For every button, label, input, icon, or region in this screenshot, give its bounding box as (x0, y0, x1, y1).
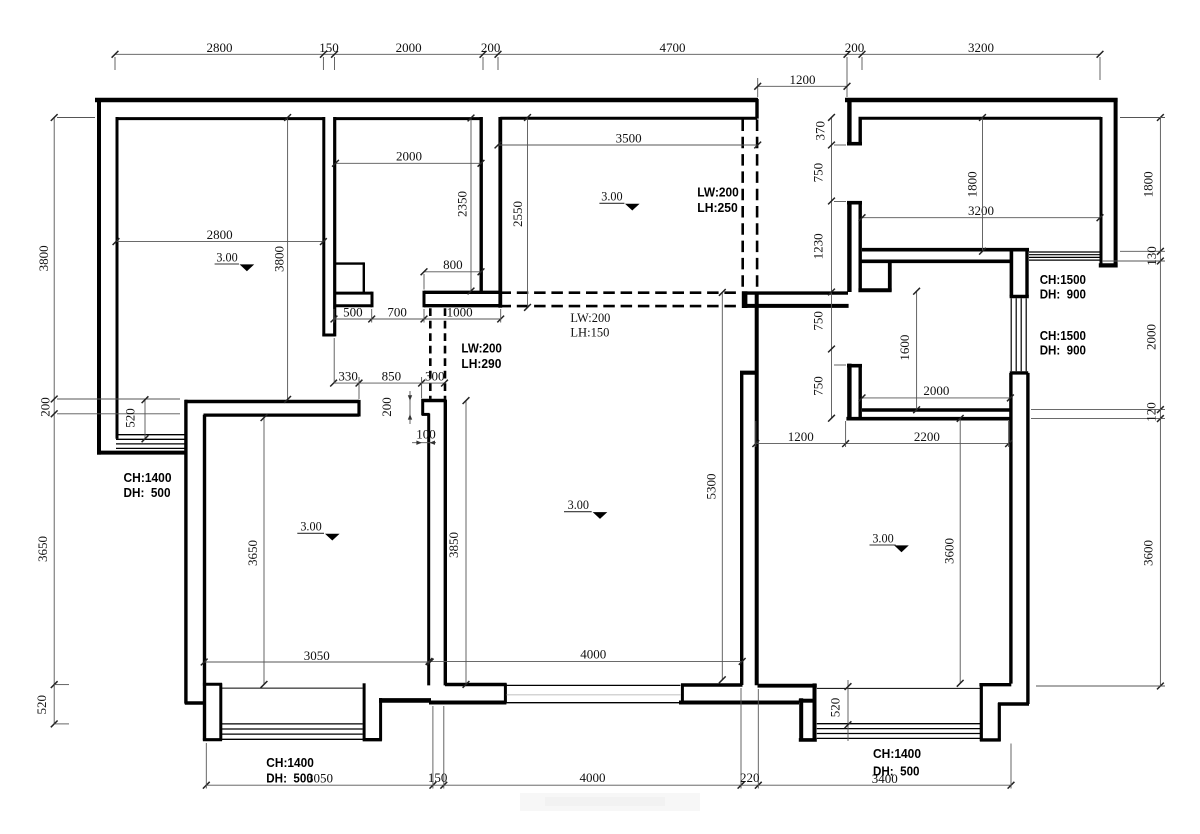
svg-text:3.00: 3.00 (872, 531, 893, 545)
svg-text:3650: 3650 (35, 536, 50, 562)
svg-text:1800: 1800 (1141, 171, 1156, 197)
svg-text:330: 330 (338, 368, 358, 383)
svg-text:3800: 3800 (36, 245, 51, 271)
svg-text:CH:1400: CH:1400 (266, 756, 314, 770)
svg-text:200: 200 (845, 40, 865, 55)
svg-text:CH:1400: CH:1400 (124, 471, 172, 485)
svg-text:CH:1400: CH:1400 (873, 747, 921, 761)
svg-text:2800: 2800 (207, 227, 233, 242)
svg-text:2350: 2350 (455, 191, 470, 217)
svg-text:LH:250: LH:250 (697, 201, 738, 215)
svg-text:3650: 3650 (245, 540, 260, 566)
svg-text:1800: 1800 (965, 171, 980, 197)
svg-text:2550: 2550 (510, 201, 525, 227)
svg-text:1200: 1200 (790, 72, 816, 87)
svg-text:300: 300 (425, 368, 445, 383)
svg-text:100: 100 (416, 426, 436, 441)
svg-text:1600: 1600 (897, 335, 912, 361)
svg-text:3850: 3850 (446, 532, 461, 558)
svg-text:4700: 4700 (660, 40, 686, 55)
svg-text:3800: 3800 (271, 246, 286, 272)
svg-text:DH: 500: DH: 500 (873, 765, 920, 779)
svg-text:LH:290: LH:290 (461, 356, 501, 371)
svg-text:3200: 3200 (968, 40, 994, 55)
svg-text:2000: 2000 (396, 149, 422, 164)
svg-text:DH: 500: DH: 500 (124, 486, 171, 500)
svg-text:2000: 2000 (923, 383, 949, 398)
svg-text:120: 120 (1144, 402, 1159, 422)
svg-text:2800: 2800 (207, 40, 233, 55)
svg-text:500: 500 (343, 304, 363, 319)
svg-text:2000: 2000 (396, 40, 422, 55)
svg-text:3050: 3050 (307, 771, 333, 786)
svg-text:200: 200 (481, 40, 501, 55)
svg-text:150: 150 (319, 40, 339, 55)
svg-text:3600: 3600 (1141, 540, 1156, 566)
svg-text:5300: 5300 (704, 474, 719, 500)
svg-text:200: 200 (37, 397, 52, 417)
svg-text:3200: 3200 (968, 203, 994, 218)
svg-text:DH: 500: DH: 500 (266, 771, 313, 785)
svg-text:LH:150: LH:150 (570, 326, 609, 340)
svg-text:3.00: 3.00 (216, 250, 237, 264)
svg-text:LW:200: LW:200 (461, 340, 502, 355)
svg-text:1000: 1000 (447, 304, 473, 319)
svg-text:370: 370 (812, 121, 827, 141)
svg-text:3500: 3500 (616, 130, 642, 145)
svg-text:3.00: 3.00 (300, 520, 321, 534)
svg-text:1200: 1200 (788, 429, 814, 444)
svg-text:LW:200: LW:200 (697, 185, 739, 199)
svg-text:750: 750 (811, 163, 826, 183)
svg-text:LW:200: LW:200 (570, 311, 610, 325)
svg-text:1230: 1230 (811, 233, 826, 259)
svg-text:3.00: 3.00 (568, 498, 589, 512)
svg-text:DH: 900: DH: 900 (1040, 288, 1086, 302)
svg-text:800: 800 (443, 257, 463, 272)
svg-text:750: 750 (811, 376, 826, 396)
svg-text:CH:1500: CH:1500 (1040, 329, 1086, 343)
svg-text:130: 130 (1144, 246, 1159, 266)
svg-text:CH:1500: CH:1500 (1040, 273, 1086, 287)
svg-text:520: 520 (828, 698, 843, 718)
svg-text:150: 150 (428, 770, 448, 785)
svg-text:3600: 3600 (942, 538, 957, 564)
svg-text:520: 520 (123, 408, 138, 428)
svg-text:200: 200 (379, 397, 394, 417)
svg-text:2200: 2200 (914, 429, 940, 444)
svg-text:4000: 4000 (580, 647, 606, 662)
svg-text:520: 520 (34, 695, 49, 715)
svg-text:220: 220 (740, 770, 760, 785)
svg-text:750: 750 (811, 311, 826, 331)
svg-text:4000: 4000 (580, 770, 606, 785)
svg-text:DH: 900: DH: 900 (1040, 344, 1086, 358)
svg-text:3400: 3400 (872, 771, 898, 786)
svg-text:3050: 3050 (304, 648, 330, 663)
svg-text:700: 700 (387, 304, 407, 319)
svg-text:2000: 2000 (1144, 324, 1159, 350)
svg-text:3.00: 3.00 (601, 190, 622, 204)
svg-text:850: 850 (382, 368, 402, 383)
